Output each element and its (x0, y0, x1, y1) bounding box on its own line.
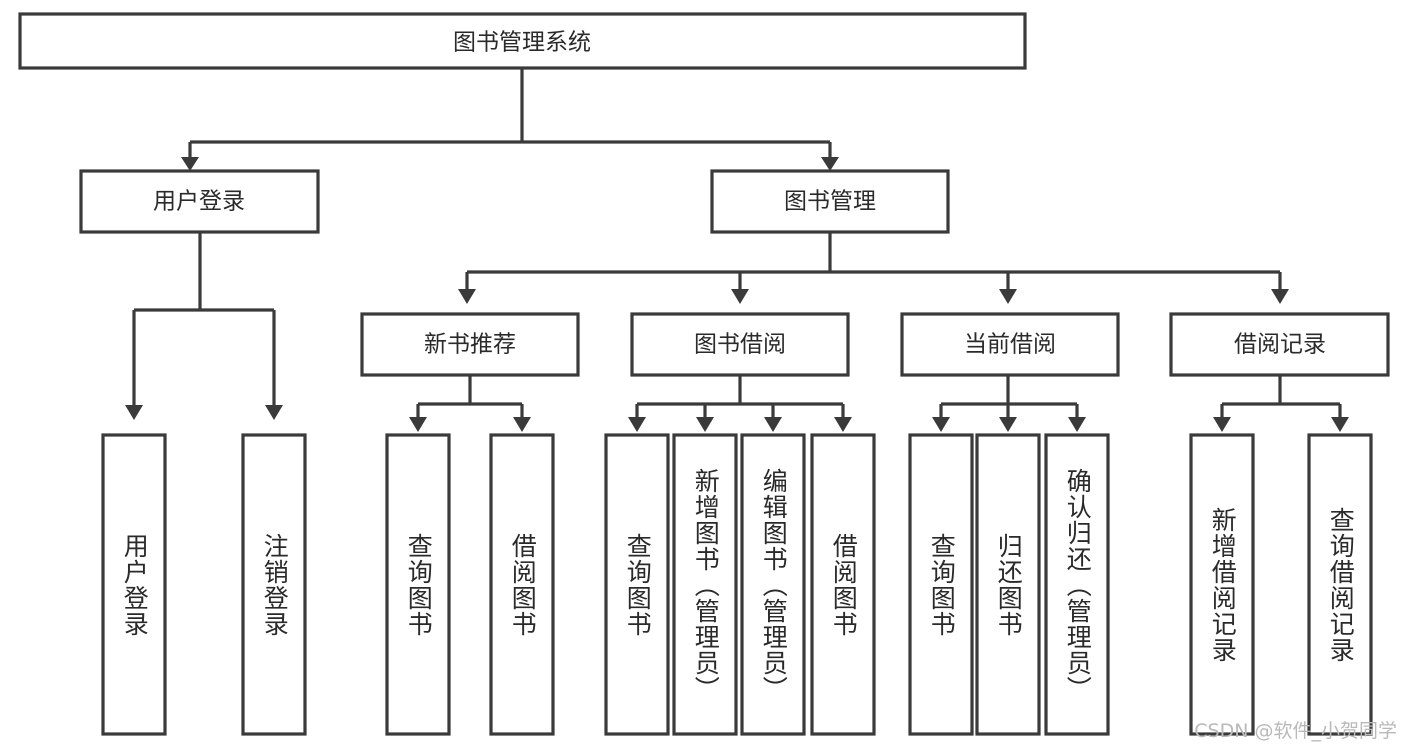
node-borrow-record-label: 借阅记录 (1234, 332, 1326, 358)
leaf-box-newbook-query[interactable] (385, 433, 451, 736)
node-book-management-label: 图书管理 (784, 189, 876, 215)
connectors-borrowrecord-to-leaves (1213, 375, 1349, 432)
csdn-watermark: CSDN @软件_小贺同学 (1194, 720, 1397, 742)
connectors-newbook-to-leaves (409, 375, 531, 432)
leaf-box-user-login-login[interactable] (101, 433, 167, 736)
leaf-box-newbook-borrow[interactable] (489, 433, 555, 736)
node-current-borrow-label: 当前借阅 (964, 332, 1056, 358)
node-book-borrow[interactable]: 图书借阅 (630, 312, 850, 377)
leaf-box-borrowrecord-query[interactable] (1307, 433, 1373, 736)
node-book-borrow-label: 图书借阅 (694, 332, 786, 358)
leaf-box-user-login-logout[interactable] (241, 433, 307, 736)
leaf-box-borrowrecord-add[interactable] (1189, 433, 1255, 736)
leaf-box-currentborrow-return[interactable] (975, 433, 1041, 736)
node-new-book-recommend[interactable]: 新书推荐 (360, 312, 580, 377)
connectors-level2-userlogin-to-leaves (125, 232, 283, 420)
connectors-bookborrow-to-leaves (628, 375, 852, 432)
node-current-borrow[interactable]: 当前借阅 (900, 312, 1120, 377)
node-user-login[interactable]: 用户登录 (79, 169, 320, 234)
leaf-box-bookborrow-borrow[interactable] (810, 433, 876, 736)
connectors-currentborrow-to-leaves (932, 375, 1086, 432)
leaf-box-currentborrow-confirm[interactable] (1044, 433, 1110, 736)
leaf-box-bookborrow-edit[interactable] (740, 433, 806, 736)
node-user-login-label: 用户登录 (153, 189, 245, 215)
leaf-box-bookborrow-query[interactable] (604, 433, 670, 736)
leaf-box-currentborrow-query[interactable] (908, 433, 974, 736)
node-borrow-record[interactable]: 借阅记录 (1169, 312, 1390, 377)
node-root[interactable]: 图书管理系统 (18, 12, 1027, 70)
node-root-label: 图书管理系统 (453, 30, 591, 56)
node-book-management[interactable]: 图书管理 (710, 169, 950, 234)
node-new-book-recommend-label: 新书推荐 (424, 332, 516, 358)
leaf-box-bookborrow-add[interactable] (672, 433, 738, 736)
connectors-level2-bookmgmt-to-level3 (458, 232, 1289, 304)
connectors-root-to-level2 (181, 68, 839, 171)
